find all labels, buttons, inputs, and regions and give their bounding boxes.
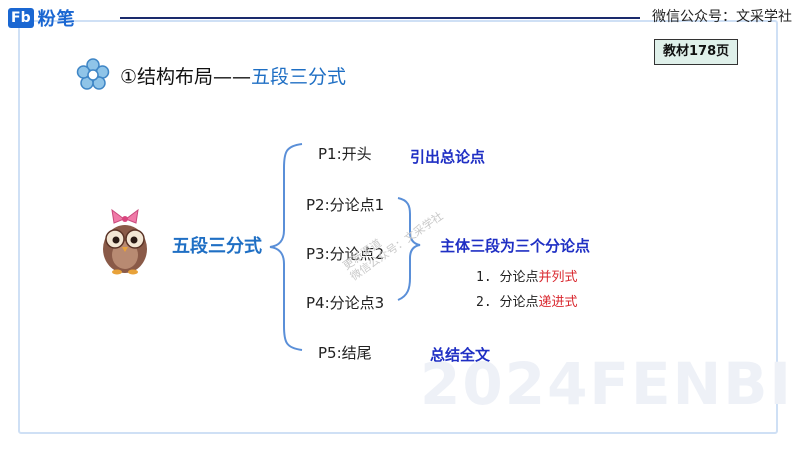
note-intro: 引出总论点 [410, 148, 486, 166]
note-body: 主体三段为三个分论点 [440, 237, 591, 255]
sub-item-1: 1. 分论点并列式 [476, 266, 578, 285]
sub-item-2-emph: 递进式 [538, 295, 578, 310]
account-label: 微信公众号：文采学社 [652, 9, 792, 25]
logo-text: 粉笔 [37, 9, 76, 30]
note-conclusion: 总结全文 [430, 346, 491, 364]
part-4: P4:分论点3 [306, 294, 385, 312]
part-2: P2:分论点1 [306, 196, 385, 214]
part-3: P3:分论点2 [306, 245, 385, 263]
slide-frame [18, 20, 778, 434]
sub-item-1-prefix: 1. 分论点 [476, 270, 539, 285]
owl-mascot [103, 208, 147, 275]
part-5: P5:结尾 [318, 344, 372, 362]
heading-highlight: 五段三分式 [251, 65, 347, 88]
fenbi-logo: Fb 粉笔 [8, 6, 76, 30]
textbook-page-badge: 教材178页 [654, 39, 739, 65]
heading-title: ①结构布局——五段三分式 [120, 62, 346, 89]
section-heading: ①结构布局——五段三分式 [76, 58, 346, 92]
sub-item-2-prefix: 2. 分论点 [476, 295, 539, 310]
sub-item-1-emph: 并列式 [538, 270, 578, 285]
flower-icon [76, 58, 110, 90]
sub-item-2: 2. 分论点递进式 [476, 291, 578, 310]
year-watermark: 2024FENBI [420, 350, 793, 418]
logo-mark: Fb [8, 8, 34, 28]
heading-prefix: ①结构布局—— [120, 65, 252, 88]
header-rule [120, 17, 640, 19]
part-1: P1:开头 [318, 145, 372, 163]
center-label: 五段三分式 [172, 236, 262, 257]
